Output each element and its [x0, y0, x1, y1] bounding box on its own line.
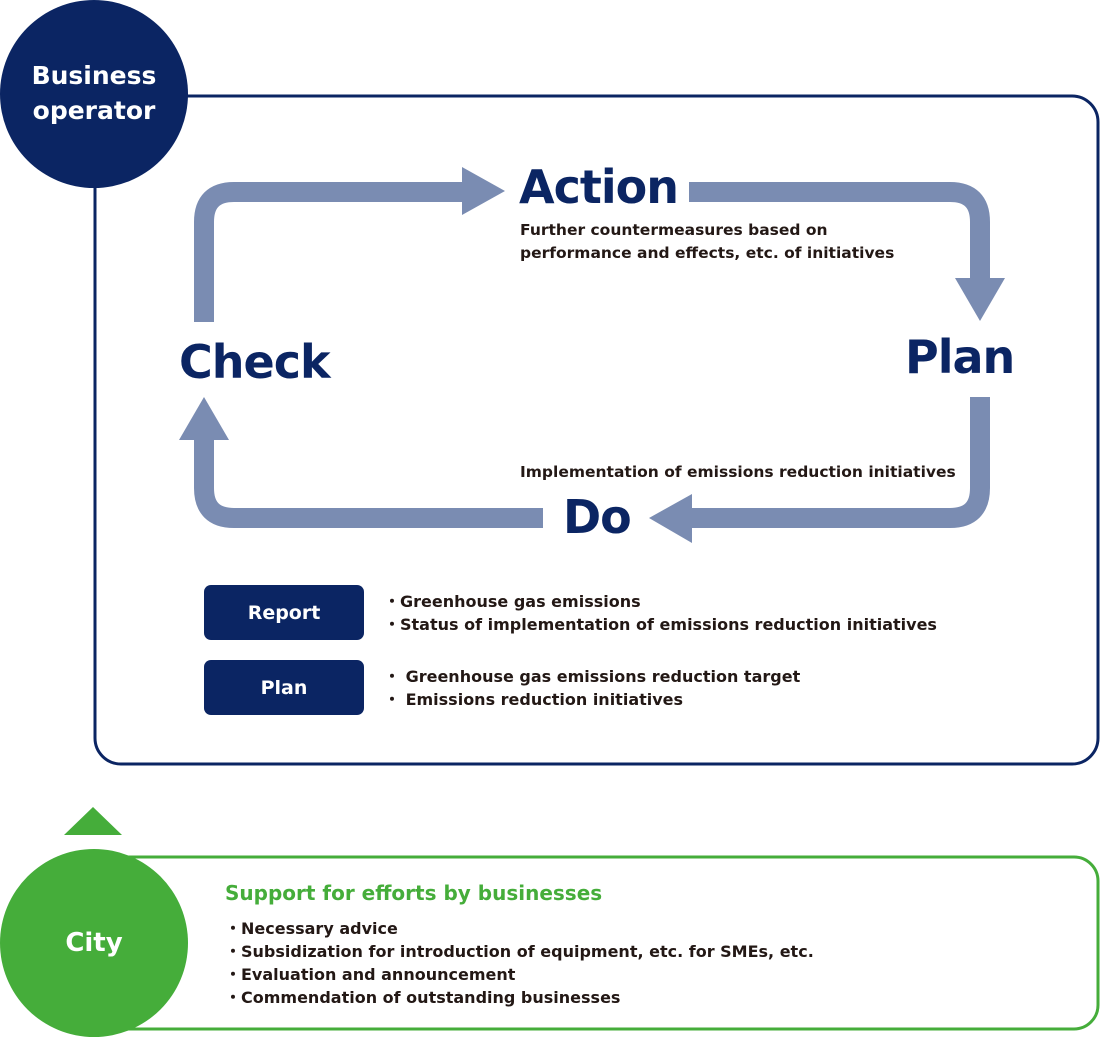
business-operator-label: Business operator — [0, 58, 188, 128]
support-item: ・Subsidization for introduction of equip… — [225, 942, 814, 961]
business-operator-frame — [93, 94, 1100, 766]
arrow-action-to-plan — [689, 182, 990, 280]
phase-do-description: Implementation of emissions reduction in… — [520, 463, 956, 481]
support-item: ・Necessary advice — [225, 919, 398, 938]
support-item: ・Commendation of outstanding businesses — [225, 988, 621, 1007]
business-operator-label-line2: operator — [32, 96, 156, 125]
support-item: ・Evaluation and announcement — [225, 965, 516, 984]
arrowhead-to-plan — [955, 278, 1005, 321]
city-label: City — [65, 928, 123, 958]
plan-tag: Plan — [204, 660, 364, 715]
arrow-do-to-check — [194, 438, 543, 528]
action-description-line2: performance and effects, etc. of initiat… — [520, 244, 895, 262]
arrow-plan-to-do — [690, 397, 990, 528]
report-item: ・Greenhouse gas emissions — [384, 592, 641, 611]
plan-item: ・ Emissions reduction initiatives — [384, 690, 684, 709]
arrowhead-to-do — [649, 494, 692, 543]
report-item: ・Status of implementation of emissions r… — [384, 615, 937, 634]
support-items: ・Necessary advice ・Subsidization for int… — [225, 917, 814, 1009]
plan-item: ・ Greenhouse gas emissions reduction tar… — [384, 667, 801, 686]
phase-check-title: Check — [179, 335, 331, 389]
report-items: ・Greenhouse gas emissions ・Status of imp… — [384, 590, 937, 636]
arrow-check-to-action — [194, 182, 465, 322]
green-triangle-up-icon — [64, 807, 122, 835]
support-title: Support for efforts by businesses — [225, 881, 603, 905]
phase-action-description: Further countermeasures based on perform… — [520, 219, 894, 265]
action-description-line1: Further countermeasures based on — [520, 221, 828, 239]
business-operator-label-line1: Business — [31, 61, 157, 90]
phase-plan-title: Plan — [905, 330, 1015, 384]
arrowhead-to-check — [179, 397, 229, 440]
city-circle — [0, 849, 188, 1037]
phase-do-title: Do — [563, 490, 632, 544]
report-tag: Report — [204, 585, 364, 640]
business-operator-circle — [0, 0, 188, 188]
plan-items: ・ Greenhouse gas emissions reduction tar… — [384, 665, 800, 711]
phase-action-title: Action — [519, 160, 679, 214]
arrowhead-to-action — [462, 167, 505, 215]
